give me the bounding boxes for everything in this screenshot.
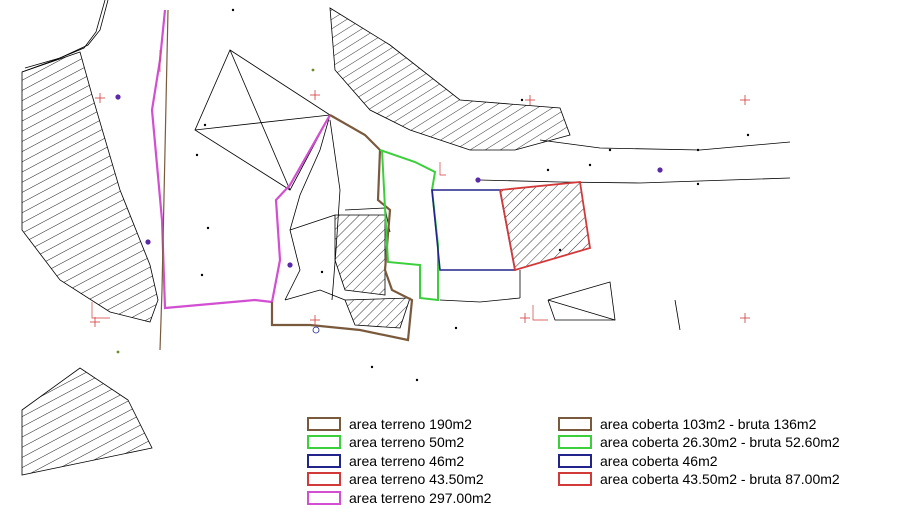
legend-swatch — [307, 491, 341, 505]
legend-item-coberta-26-30: area coberta 26.30m2 - bruta 52.60m2 — [558, 432, 840, 452]
legend-label: area coberta 43.50m2 - bruta 87.00m2 — [600, 471, 840, 487]
legend-item-terreno-50: area terreno 50m2 — [307, 432, 464, 452]
legend-label: area terreno 43.50m2 — [349, 471, 484, 487]
survey-points — [115, 8, 750, 382]
boundary-green — [379, 149, 439, 302]
boundary-magenta — [150, 9, 331, 310]
legend-swatch — [307, 417, 341, 431]
hatched-areas — [21, 7, 591, 476]
linework — [21, 0, 791, 331]
legend-item-terreno-297: area terreno 297.00m2 — [307, 488, 491, 508]
hatched-area-left — [21, 51, 159, 323]
legend-item-coberta-103: area coberta 103m2 - bruta 136m2 — [558, 414, 816, 434]
legend-item-terreno-43-50: area terreno 43.50m2 — [307, 469, 484, 489]
legend-label: area coberta 26.30m2 - bruta 52.60m2 — [600, 434, 840, 450]
hatched-building-center — [334, 214, 386, 296]
hatched-building-lower — [344, 297, 411, 329]
legend-swatch — [307, 472, 341, 486]
legend-item-terreno-190: area terreno 190m2 — [307, 414, 472, 434]
boundary-red — [498, 181, 592, 272]
legend-label: area terreno 46m2 — [349, 453, 465, 469]
legend-swatch — [307, 454, 341, 468]
legend-item-coberta-46: area coberta 46m2 — [558, 451, 718, 471]
legend-swatch — [558, 417, 592, 431]
legend-swatch — [558, 472, 592, 486]
legend-swatch — [558, 435, 592, 449]
legend-label: area terreno 50m2 — [349, 434, 465, 450]
boundary-brown-road — [159, 9, 169, 351]
legend-label: area terreno 190m2 — [349, 416, 472, 432]
area-boundaries — [150, 9, 592, 351]
legend-item-terreno-46: area terreno 46m2 — [307, 451, 464, 471]
annotation-marks — [91, 50, 548, 321]
legend-swatch — [307, 435, 341, 449]
legend-item-coberta-43-50: area coberta 43.50m2 - bruta 87.00m2 — [558, 469, 840, 489]
legend-label: area coberta 103m2 - bruta 136m2 — [600, 416, 817, 432]
legend-label: area terreno 297.00m2 — [349, 490, 492, 506]
legend-label: area coberta 46m2 — [600, 453, 718, 469]
hatched-area-top — [329, 7, 571, 151]
hatched-area-bottom-left — [21, 367, 153, 476]
survey-crosses — [90, 90, 750, 327]
hatched-building-red — [499, 181, 591, 271]
legend-swatch — [558, 454, 592, 468]
